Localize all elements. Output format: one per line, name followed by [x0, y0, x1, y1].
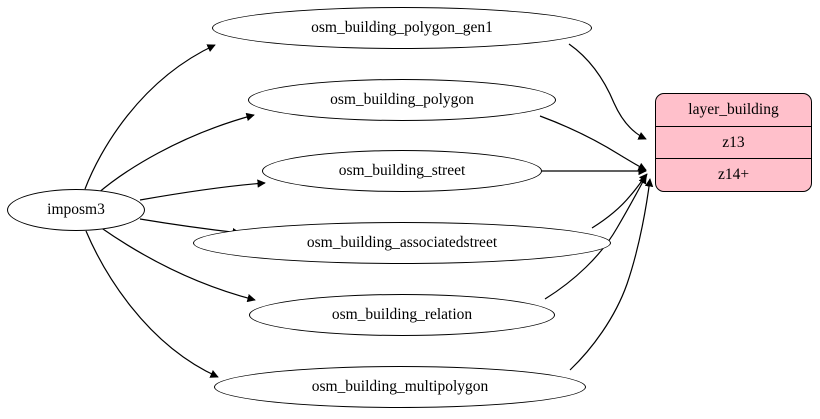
- node-osm-building-street-label: osm_building_street: [338, 162, 466, 180]
- node-imposm3-label: imposm3: [47, 201, 105, 219]
- edge-imposm3-to-polygon-gen1: [84, 44, 216, 190]
- edge-polygon-to-z14: [539, 115, 647, 171]
- edge-associatedstreet-to-z14: [591, 173, 648, 229]
- edge-imposm3-to-multipolygon: [85, 230, 219, 378]
- node-osm-building-polygon[interactable]: osm_building_polygon: [248, 79, 556, 121]
- layer-building-title-row: layer_building: [656, 94, 811, 126]
- layer-building-z13-label: z13: [722, 133, 745, 151]
- node-layer-building[interactable]: layer_building z13 z14+: [655, 93, 812, 192]
- node-osm-building-multipolygon[interactable]: osm_building_multipolygon: [214, 366, 586, 408]
- node-osm-building-associatedstreet-label: osm_building_associatedstreet: [306, 234, 498, 252]
- edge-imposm3-to-relation: [99, 226, 256, 303]
- edge-imposm3-to-street: [139, 179, 266, 201]
- node-osm-building-polygon-gen1[interactable]: osm_building_polygon_gen1: [212, 7, 592, 49]
- edge-multipolygon-to-z14: [569, 178, 654, 371]
- node-osm-building-street[interactable]: osm_building_street: [262, 150, 542, 192]
- edge-imposm3-to-polygon: [96, 112, 255, 195]
- layer-building-title-label: layer_building: [688, 101, 779, 119]
- node-osm-building-relation-label: osm_building_relation: [331, 306, 473, 324]
- edge-polygon-gen1-to-z13: [568, 43, 647, 140]
- node-imposm3[interactable]: imposm3: [7, 189, 145, 231]
- edge-relation-to-z14: [544, 175, 647, 300]
- layer-building-z13-row[interactable]: z13: [656, 125, 811, 159]
- node-osm-building-multipolygon-label: osm_building_multipolygon: [311, 378, 489, 396]
- layer-building-z14-row[interactable]: z14+: [656, 158, 811, 191]
- layer-building-z14-label: z14+: [717, 166, 750, 184]
- node-osm-building-polygon-label: osm_building_polygon: [330, 91, 474, 109]
- node-osm-building-polygon-gen1-label: osm_building_polygon_gen1: [311, 19, 493, 37]
- node-osm-building-relation[interactable]: osm_building_relation: [249, 294, 555, 336]
- node-osm-building-associatedstreet[interactable]: osm_building_associatedstreet: [193, 222, 611, 264]
